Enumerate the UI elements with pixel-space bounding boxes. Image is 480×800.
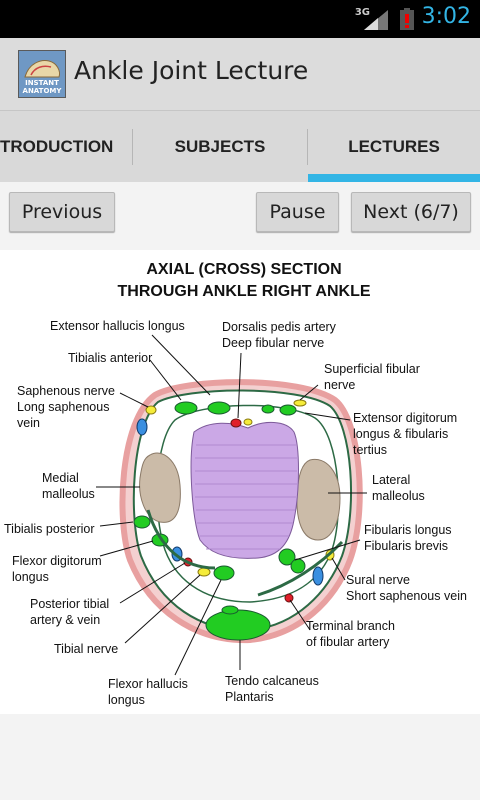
foot-icon — [24, 60, 60, 78]
label-short-saphenous: Short saphenous vein — [346, 589, 467, 603]
label-tibial-nerve: Tibial nerve — [54, 642, 118, 656]
label-vein: vein — [17, 416, 40, 430]
label-malleolus-lateral: malleolus — [372, 489, 425, 503]
tab-lectures[interactable]: LECTURES — [348, 137, 440, 156]
tendons — [133, 401, 306, 641]
lecture-controls: Previous Pause Next (6/7) — [0, 182, 480, 250]
label-deep-fibular-nerve: Deep fibular nerve — [222, 336, 324, 350]
figure-title-line1: AXIAL (CROSS) SECTION — [146, 261, 341, 278]
label-sural-nerve: Sural nerve — [346, 573, 410, 587]
label-artery-vein: artery & vein — [30, 613, 100, 627]
label-saphenous-nerve: Saphenous nerve — [17, 384, 115, 398]
label-flexor-digitorum-longus: longus — [12, 570, 49, 584]
lecture-figure: AXIAL (CROSS) SECTION THROUGH ANKLE RIGH… — [0, 250, 480, 714]
figure-title-line2: THROUGH ANKLE RIGHT ANKLE — [117, 283, 370, 300]
label-terminal-branch: Terminal branch — [306, 619, 395, 633]
label-posterior-tibial: Posterior tibial — [30, 597, 109, 611]
icon-label-2: ANATOMY — [22, 87, 62, 95]
label-longus-fibularis: longus & fibularis — [353, 427, 448, 441]
talus-texture — [195, 444, 297, 550]
label-malleolus-medial: malleolus — [42, 487, 95, 501]
label-dorsalis-pedis: Dorsalis pedis artery — [222, 320, 337, 334]
battery-icon — [400, 8, 414, 30]
label-extensor-digitorum: Extensor digitorum — [353, 411, 457, 425]
label-lateral: Lateral — [372, 473, 410, 487]
label-flexor-digitorum: Flexor digitorum — [12, 554, 102, 568]
fibular-retinaculum — [257, 540, 344, 597]
pause-button[interactable]: Pause — [256, 192, 339, 232]
label-superficial-fibular: Superficial fibular — [324, 362, 420, 376]
label-fibularis-longus: Fibularis longus — [364, 523, 452, 537]
icon-label-1: INSTANT — [25, 79, 59, 87]
tab-divider — [132, 129, 133, 165]
label-fibular-artery: of fibular artery — [306, 635, 390, 649]
tab-selected-indicator — [308, 174, 480, 182]
next-button[interactable]: Next (6/7) — [351, 192, 471, 232]
signal-icon — [364, 10, 388, 30]
tab-bar: TRODUCTION SUBJECTS LECTURES — [0, 110, 480, 183]
label-plantaris: Plantaris — [225, 690, 274, 704]
label-tibialis-anterior: Tibialis anterior — [68, 351, 152, 365]
diagram-labels: Extensor hallucis longus Tibialis anteri… — [4, 319, 467, 707]
talus-bone — [190, 422, 299, 559]
status-bar: 3G 3:02 — [0, 0, 480, 38]
label-superficial-fibular-nerve: nerve — [324, 378, 355, 392]
flexor-retinaculum — [146, 509, 216, 570]
label-medial: Medial — [42, 471, 79, 485]
app-title: Ankle Joint Lecture — [74, 56, 309, 85]
label-flexor-hallucis: Flexor hallucis — [108, 677, 188, 691]
ankle-cross-section-diagram: AXIAL (CROSS) SECTION THROUGH ANKLE RIGH… — [4, 261, 467, 707]
clock: 3:02 — [421, 4, 471, 29]
label-fibularis-brevis: Fibularis brevis — [364, 539, 448, 553]
network-type: 3G — [354, 7, 370, 18]
tab-divider — [307, 129, 308, 165]
label-flexor-hallucis-longus: longus — [108, 693, 145, 707]
label-long-saphenous: Long saphenous — [17, 400, 109, 414]
label-tertius: tertius — [353, 443, 387, 457]
lateral-malleolus-bone — [296, 458, 341, 541]
previous-button[interactable]: Previous — [9, 192, 115, 232]
tab-subjects[interactable]: SUBJECTS — [174, 137, 266, 156]
label-extensor-hallucis-longus: Extensor hallucis longus — [50, 319, 185, 333]
leader-lines — [96, 334, 367, 676]
medial-malleolus-bone — [139, 452, 181, 523]
tab-introduction[interactable]: TRODUCTION — [0, 137, 114, 156]
label-tendo-calcaneus: Tendo calcaneus — [225, 674, 319, 688]
label-tibialis-posterior: Tibialis posterior — [4, 522, 95, 536]
